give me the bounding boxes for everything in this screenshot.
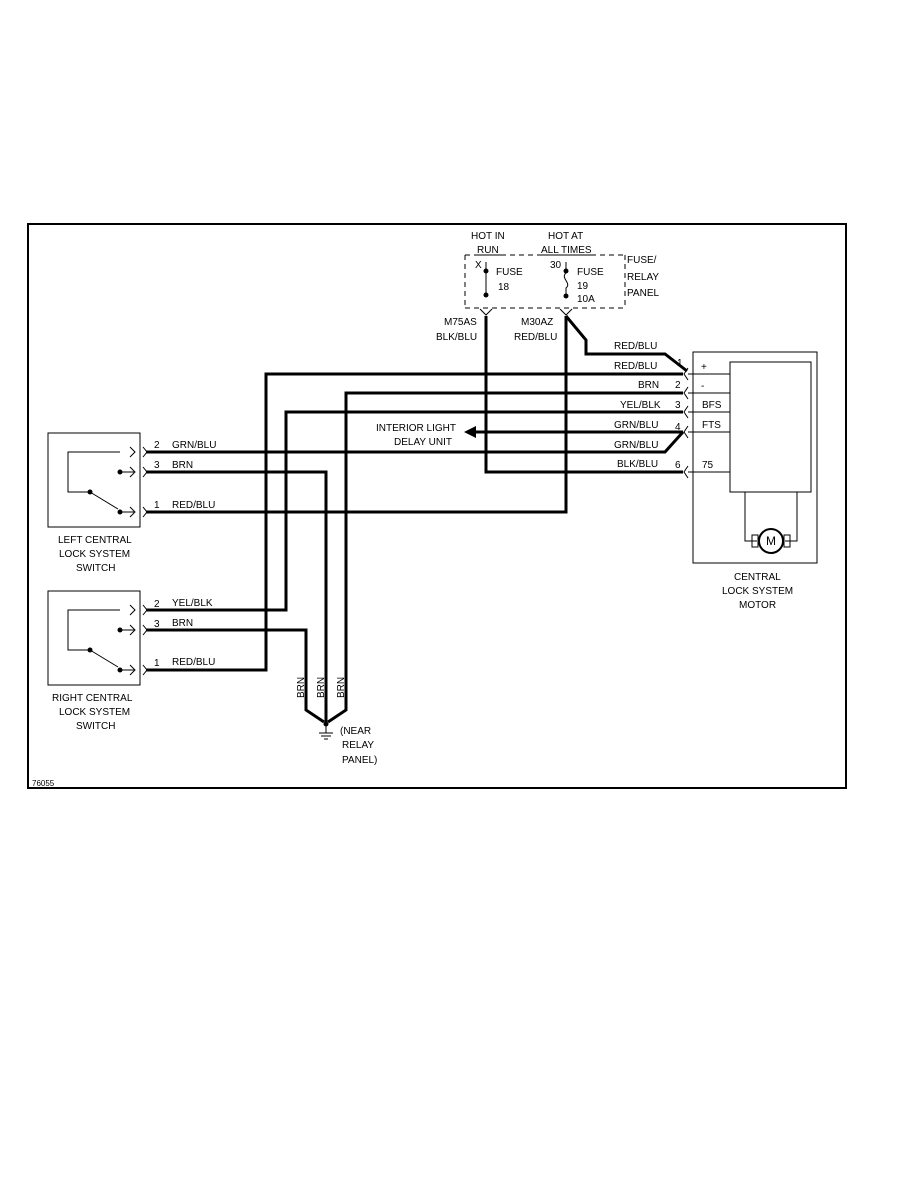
motor-terminal-plus: + <box>701 362 707 373</box>
motor-terminal-bfs: BFS <box>702 400 722 411</box>
motor-pin-3-wire-label: YEL/BLK <box>620 400 661 411</box>
ground-wire-label-3: BRN <box>336 677 347 698</box>
left-switch-pin-1-wire: RED/BLU <box>172 500 215 511</box>
panel-label-2: RELAY <box>627 272 659 283</box>
hot-at-all-times-label-1: HOT AT <box>548 231 583 242</box>
motor-label-3: MOTOR <box>739 600 776 611</box>
motor-pin-2-wire-label: BRN <box>638 380 659 391</box>
right-switch-label-3: SWITCH <box>76 721 115 732</box>
right-switch-pin-1-wire: RED/BLU <box>172 657 215 668</box>
motor-label-1: CENTRAL <box>734 572 781 583</box>
ground-label-1: (NEAR <box>340 726 371 737</box>
ground-wire-label-1: BRN <box>296 677 307 698</box>
connector-m75as-color: BLK/BLU <box>436 332 477 343</box>
motor-icon <box>758 528 784 554</box>
right-switch-pin-3-wire: BRN <box>172 618 193 629</box>
left-switch-label-3: SWITCH <box>76 563 115 574</box>
fuse-relay-panel: HOT IN RUN HOT AT ALL TIMES X 30 FUSE/ R… <box>436 231 659 343</box>
panel-label-1: FUSE/ <box>627 255 657 266</box>
fuse-18-number: 18 <box>498 282 510 293</box>
right-switch-pin-2: 2 <box>154 599 160 610</box>
motor-wire-label-grn-blu-lower: GRN/BLU <box>614 440 658 451</box>
interior-light-arrow-icon <box>464 426 476 438</box>
wires <box>146 315 688 724</box>
left-switch-pin-1: 1 <box>154 500 160 511</box>
central-lock-motor: 1 2 3 4 6 + - BFS FTS 75 M CENTRAL LOCK … <box>675 351 818 611</box>
motor-terminal-75: 75 <box>702 460 714 471</box>
wire-blk-blu-fuse18-to-motor <box>484 316 683 474</box>
left-switch-pin-2: 2 <box>154 440 160 451</box>
wire-red-blu-motor-to-right-switch <box>146 372 683 672</box>
motor-pin-6-wire-label: BLK/BLU <box>617 459 658 470</box>
fuse-19-number: 19 <box>577 281 589 292</box>
left-switch-label-2: LOCK SYSTEM <box>59 549 130 560</box>
figure-id: 76055 <box>32 779 55 788</box>
fuse-19-icon <box>563 262 569 299</box>
fuse-19-label: FUSE <box>577 267 604 278</box>
interior-light-label-1: INTERIOR LIGHT <box>376 423 456 434</box>
motor-symbol-letter: M <box>766 534 776 548</box>
interior-light-label-2: DELAY UNIT <box>394 437 452 448</box>
connector-m30az-label: M30AZ <box>521 317 553 328</box>
hot-at-all-times-label-2: ALL TIMES <box>541 245 592 256</box>
motor-pin-4-number: 4 <box>675 422 681 433</box>
wire-brn-right-switch-to-ground <box>146 628 325 724</box>
wire-red-blu-fuse19-to-left-switch <box>146 316 568 514</box>
wire-red-blu-fuse19-to-motor <box>564 315 688 373</box>
panel-label-3: PANEL <box>627 288 659 299</box>
right-switch-pin-1: 1 <box>154 658 160 669</box>
motor-pin-4-wire-label: GRN/BLU <box>614 420 658 431</box>
wire-brn-left-switch-to-ground <box>146 470 328 722</box>
ground-label-3: PANEL) <box>342 755 377 766</box>
motor-pin-6-number: 6 <box>675 460 681 471</box>
diagram-frame <box>27 223 847 789</box>
wire-brn-motor-to-ground <box>327 391 683 724</box>
right-lock-switch: 2 YEL/BLK 3 BRN 1 RED/BLU RIGHT CENTRAL … <box>47 590 215 732</box>
right-switch-label-2: LOCK SYSTEM <box>59 707 130 718</box>
left-switch-label-1: LEFT CENTRAL <box>58 535 132 546</box>
motor-terminal-fts: FTS <box>702 420 721 431</box>
right-switch-pin-2-wire: YEL/BLK <box>172 598 213 609</box>
left-switch-pin-3: 3 <box>154 460 160 471</box>
motor-pin-3-number: 3 <box>675 400 681 411</box>
right-switch-label-1: RIGHT CENTRAL <box>52 693 133 704</box>
motor-label-2: LOCK SYSTEM <box>722 586 793 597</box>
fuse-19-rating: 10A <box>577 294 595 305</box>
terminal-x-label: X <box>475 260 482 271</box>
connector-m75as-label: M75AS <box>444 317 477 328</box>
motor-pin-1-number: 1 <box>677 358 683 369</box>
right-switch-pin-3: 3 <box>154 619 160 630</box>
left-lock-switch: 2 GRN/BLU 3 BRN 1 RED/BLU LEFT CENTRAL L… <box>47 432 216 574</box>
connector-m75as-icon <box>479 308 493 316</box>
hot-in-run-label-2: RUN <box>477 245 499 256</box>
left-switch-pin-2-wire: GRN/BLU <box>172 440 216 451</box>
fuse-18-icon <box>483 262 489 298</box>
ground-label-2: RELAY <box>342 740 374 751</box>
terminal-30-label: 30 <box>550 260 562 271</box>
hot-in-run-label-1: HOT IN <box>471 231 505 242</box>
wire-yel-blk-motor-to-right-switch <box>146 410 683 612</box>
left-switch-pin-3-wire: BRN <box>172 460 193 471</box>
motor-terminal-minus: - <box>701 381 704 392</box>
ground-point: BRN BRN BRN (NEAR RELAY PANEL) <box>296 677 377 766</box>
motor-pin-2-number: 2 <box>675 380 681 391</box>
wire-grn-blu-motor-to-left-switch <box>146 430 685 454</box>
motor-pin-1-wire-label: RED/BLU <box>614 361 657 372</box>
ground-wire-label-2: BRN <box>316 677 327 698</box>
motor-wire-label-red-blu-top: RED/BLU <box>614 341 657 352</box>
fuse-18-label: FUSE <box>496 267 523 278</box>
connector-m30az-icon <box>559 308 573 316</box>
connector-m30az-color: RED/BLU <box>514 332 557 343</box>
